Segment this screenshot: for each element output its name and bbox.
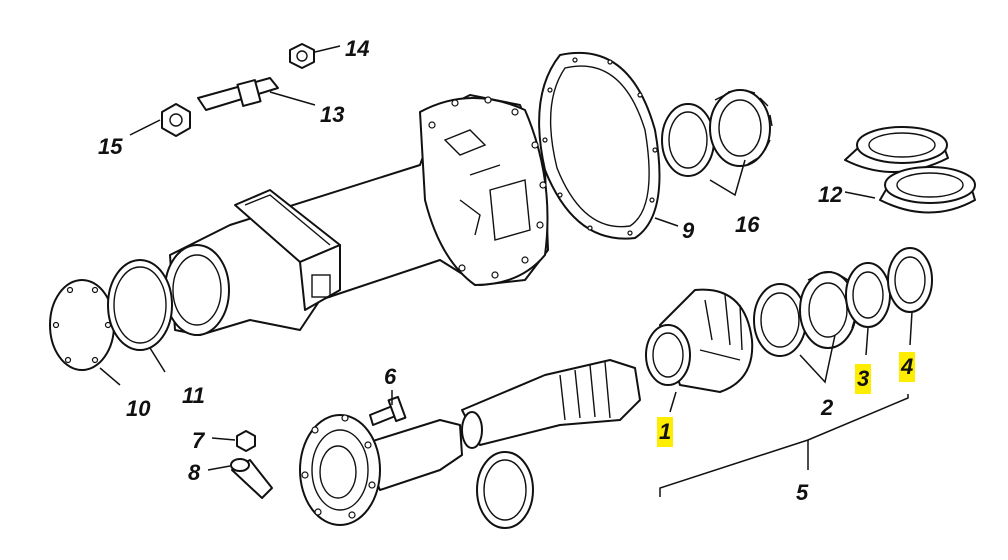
callout-5: 5	[796, 480, 809, 505]
callout-12: 12	[818, 182, 843, 207]
leader-lines	[99, 45, 913, 497]
bearing-part-2	[753, 271, 857, 357]
callout-2: 2	[821, 395, 834, 420]
bearing-cone-part-3	[845, 262, 891, 328]
shim-part-10	[49, 279, 115, 371]
callout-1: 1	[657, 417, 674, 447]
gasket-part-9	[538, 51, 661, 240]
hub-part-1	[645, 288, 754, 393]
bearing-cup-part-4	[887, 247, 933, 313]
callout-14: 14	[345, 36, 370, 61]
bolt-part-6	[369, 395, 407, 426]
callout-9: 9	[682, 218, 695, 243]
nut-part-7	[236, 430, 256, 452]
callout-10: 10	[126, 396, 151, 421]
ring-seal	[476, 451, 534, 529]
axle-housing	[164, 94, 549, 336]
nut-part-14	[289, 43, 315, 69]
seals-part-12	[844, 126, 976, 214]
stud-part-13	[197, 77, 279, 111]
callout-6: 6	[384, 364, 397, 389]
nut-part-15	[161, 103, 191, 137]
spindle-flange	[299, 414, 463, 526]
bolt-part-8	[230, 458, 273, 499]
callout-13: 13	[320, 102, 345, 127]
callout-11: 11	[182, 383, 205, 408]
callout-15: 15	[98, 134, 123, 159]
axle-shaft	[461, 359, 641, 449]
callout-4: 4	[899, 352, 916, 382]
callout-16: 16	[735, 212, 760, 237]
callout-7: 7	[192, 428, 205, 453]
gasket-part-11	[107, 259, 173, 351]
callout-3: 3	[855, 364, 872, 394]
callout-8: 8	[188, 460, 201, 485]
bearing-set-part-16	[661, 89, 773, 177]
